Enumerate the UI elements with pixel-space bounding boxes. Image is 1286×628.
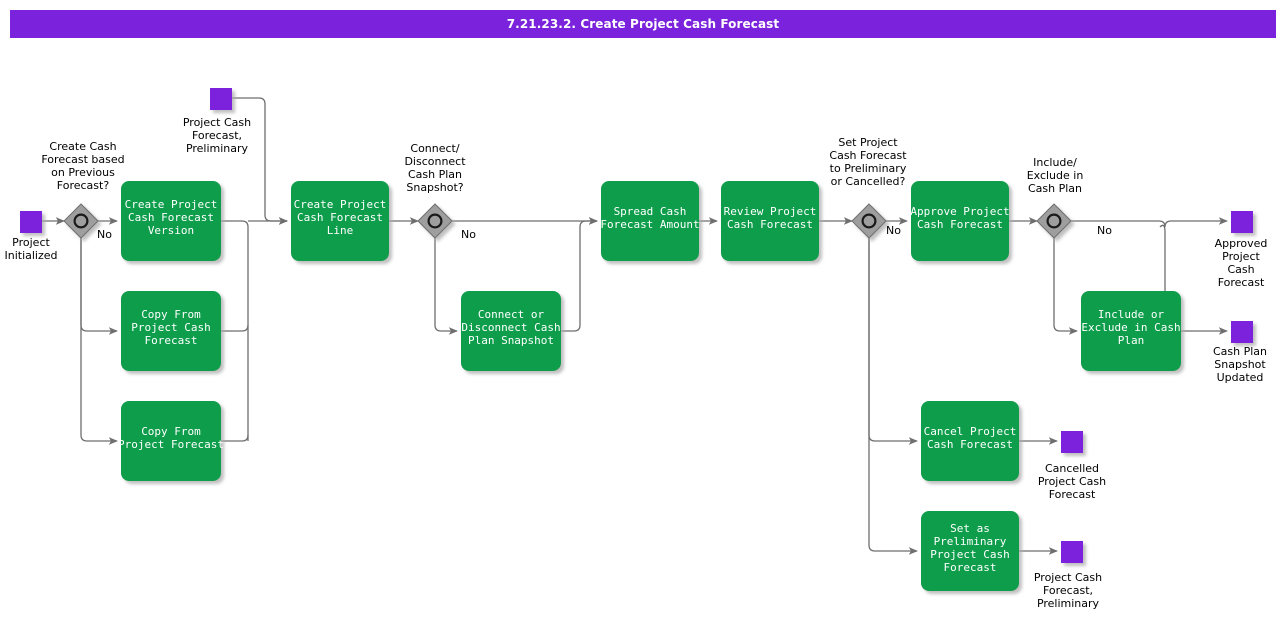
task-set-preliminary-box[interactable] (921, 511, 1019, 591)
ev-cancelled-pcf-marker[interactable] (1061, 431, 1083, 453)
ev-cash-plan-updated-marker[interactable] (1231, 321, 1253, 343)
flow-label-no-1: No (97, 228, 112, 241)
flow-gw1-to-copy-pf (80, 238, 118, 445)
flow-gw4-to-include-exclude (1053, 238, 1078, 335)
inclusive-gateway-icon (861, 213, 877, 229)
ev-approved-pcf-marker[interactable] (1231, 211, 1253, 233)
inclusive-gateway-icon (73, 213, 89, 229)
connector-layer (42, 97, 1228, 555)
page-title: 7.21.23.2. Create Project Cash Forecast (506, 17, 780, 31)
flow-preliminary-to-create-line (232, 97, 288, 225)
flow-copy-pf-to-bus (221, 434, 249, 442)
task-copy-from-pcf-box[interactable] (121, 291, 221, 371)
task-cancel-pcf-box[interactable] (921, 401, 1019, 481)
flow-label-layer: No No No No (97, 224, 1112, 241)
task-approve-pcf-box[interactable] (911, 181, 1009, 261)
task-spread-amount-box[interactable] (601, 181, 699, 261)
inclusive-gateway-icon (427, 213, 443, 229)
flow-gw3-to-set-preliminary (868, 238, 918, 555)
flow-gw3-to-cancel (868, 238, 918, 445)
flow-gw1-to-copy-pcf (80, 238, 118, 335)
task-review-pcf-box[interactable] (721, 181, 819, 261)
flow-connect-task-to-spread (561, 217, 598, 332)
flow-gw2-to-connect-task (434, 238, 458, 335)
task-create-version-box[interactable] (121, 181, 221, 261)
task-connect-disconnect-box[interactable] (461, 291, 561, 371)
inclusive-gateway-icon (1046, 213, 1062, 229)
flow-label-no-3: No (886, 224, 901, 237)
ev-project-initialized-marker[interactable] (20, 211, 42, 233)
task-copy-from-pf-box[interactable] (121, 401, 221, 481)
task-create-line-box[interactable] (291, 181, 389, 261)
flow-label-no-4: No (1097, 224, 1112, 237)
ev-pcf-preliminary-top-marker[interactable] (210, 88, 232, 110)
ev-pcf-preliminary-end-marker[interactable] (1061, 541, 1083, 563)
flow-merge-bus-left (221, 220, 249, 441)
flow-gw4-no-to-approved (1071, 217, 1228, 228)
flow-label-no-2: No (461, 228, 476, 241)
window-title-bar: 7.21.23.2. Create Project Cash Forecast (10, 10, 1276, 38)
flow-copy-pcf-to-bus (221, 324, 249, 332)
task-include-exclude-box[interactable] (1081, 291, 1181, 371)
